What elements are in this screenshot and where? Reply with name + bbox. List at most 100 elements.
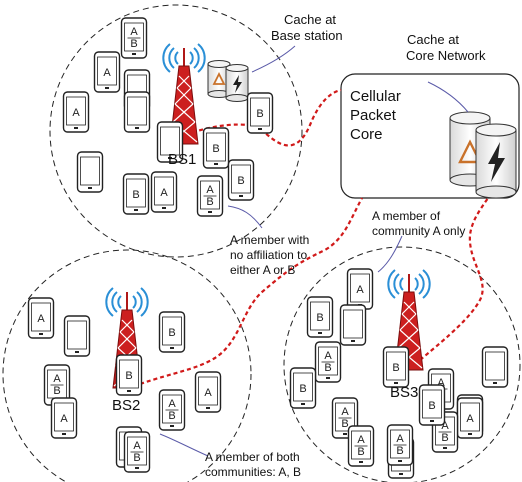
phone-cell3-11: AB — [347, 425, 375, 467]
arrow-cache-core — [427, 81, 469, 113]
community-a-label-2: community A only — [372, 224, 465, 238]
cache-base-station-icon — [207, 60, 249, 102]
phone-label: A — [103, 67, 111, 79]
community-a-label-1: A member of — [372, 209, 441, 223]
phone-label: B — [441, 432, 448, 444]
phone-cell3-1: B — [306, 296, 334, 338]
cache-bs-label-1: Cache at — [284, 12, 336, 27]
phone-cell1-5: B — [246, 92, 274, 134]
phone-cell2-6: AB — [158, 389, 186, 431]
phone-cell1-6: B — [202, 127, 230, 169]
phone-cell2-5: B — [115, 354, 143, 396]
phone-cell2-9: AB — [123, 431, 151, 473]
cache-core-network-icon — [449, 111, 517, 199]
backhaul-link-bs3 — [419, 197, 489, 361]
phone-label: B — [392, 362, 399, 374]
phone-cell1-11: AB — [196, 175, 224, 217]
arrow-no-affiliation — [227, 205, 263, 229]
signal-waves-icon — [162, 43, 206, 73]
cell-bs1-boundary — [49, 4, 303, 258]
phone-cell1-3: A — [62, 91, 90, 133]
phone-cell2-2: B — [158, 311, 186, 353]
both-communities-label-2: communities: A, B — [205, 465, 301, 479]
phone-cell2-0: A — [27, 297, 55, 339]
phone-cell3-3: AB — [314, 341, 342, 383]
recycle-icon — [458, 139, 482, 164]
phone-label: A — [324, 350, 332, 362]
phone-label: B — [256, 108, 263, 120]
cache-core-label-1: Cache at — [407, 32, 459, 47]
phone-label: B — [53, 385, 60, 397]
phone-label: A — [60, 413, 68, 425]
phone-label: A — [356, 284, 364, 296]
phone-cell1-0: AB — [120, 17, 148, 59]
phone-cell1-7 — [76, 151, 104, 193]
phone-label: A — [53, 373, 61, 385]
no-affiliation-label-2: no affiliation to — [230, 248, 307, 262]
phone-label: B — [324, 362, 331, 374]
annotation-arrows — [159, 45, 469, 457]
phone-cell3-4: B — [382, 346, 410, 388]
phone-label: A — [441, 420, 449, 432]
phone-label: B — [341, 418, 348, 430]
phone-cell1-10: B — [227, 159, 255, 201]
phone-label: B — [168, 327, 175, 339]
phone-cell3-12: AB — [386, 424, 414, 466]
phone-cell3-0: A — [346, 268, 374, 310]
cell-bs2-boundary — [2, 249, 252, 482]
core-label-1: Cellular — [350, 88, 401, 105]
phone-cell2-1 — [63, 315, 91, 357]
phone-cell1-8: B — [122, 173, 150, 215]
cell-bs3-boundary — [283, 246, 521, 482]
phone-label: A — [130, 26, 138, 38]
phone-label: A — [357, 434, 365, 446]
phone-cell3-7: B — [289, 367, 317, 409]
phone-label: A — [204, 387, 212, 399]
phone-label: B — [299, 383, 306, 395]
phone-label: B — [212, 143, 219, 155]
phone-label: B — [428, 400, 435, 412]
signal-waves-icon — [105, 287, 149, 317]
cache-bs-label-2: Base station — [271, 28, 343, 43]
phone-label: B — [133, 452, 140, 464]
recycle-icon — [212, 71, 226, 85]
phone-label: A — [396, 433, 404, 445]
phone-label: A — [206, 184, 214, 196]
phone-cell1-4 — [123, 91, 151, 133]
phones-layer: ABAABBBABABABABABABABABABABBABBABABABABA… — [27, 17, 509, 479]
core-label-3: Core — [350, 126, 383, 143]
no-affiliation-label-1: A member with — [230, 233, 309, 247]
phone-label: A — [72, 107, 80, 119]
phone-cell1-1: A — [93, 51, 121, 93]
lightning-icon — [488, 142, 505, 182]
phone-label: A — [466, 413, 474, 425]
phone-cell1-9: A — [150, 171, 178, 213]
phone-label: A — [437, 377, 445, 389]
bs2-label: BS2 — [112, 397, 140, 414]
phone-label: B — [357, 446, 364, 458]
phone-label: B — [396, 445, 403, 457]
phone-cell2-7: A — [50, 397, 78, 439]
phone-label: B — [316, 312, 323, 324]
phone-cell3-15: B — [418, 384, 446, 426]
phone-cell1-12 — [156, 121, 184, 163]
phone-cell3-5 — [481, 346, 509, 388]
bs1-label: BS1 — [168, 151, 196, 168]
phone-label: A — [168, 398, 176, 410]
backhaul-link-bs1 — [185, 88, 342, 147]
phone-label: B — [125, 370, 132, 382]
phone-label: B — [206, 196, 213, 208]
phone-cell2-4: A — [194, 371, 222, 413]
phone-label: B — [132, 189, 139, 201]
phone-label: A — [37, 313, 45, 325]
bs3-label: BS3 — [390, 384, 418, 401]
phone-label: A — [133, 440, 141, 452]
backhaul-link-bs2 — [139, 197, 363, 386]
lightning-icon — [233, 75, 242, 93]
phone-label: A — [341, 406, 349, 418]
no-affiliation-label-3: either A or B — [230, 263, 295, 277]
phone-label: A — [160, 187, 168, 199]
both-communities-label-1: A member of both — [205, 450, 300, 464]
cache-core-label-2: Core Network — [406, 48, 486, 63]
